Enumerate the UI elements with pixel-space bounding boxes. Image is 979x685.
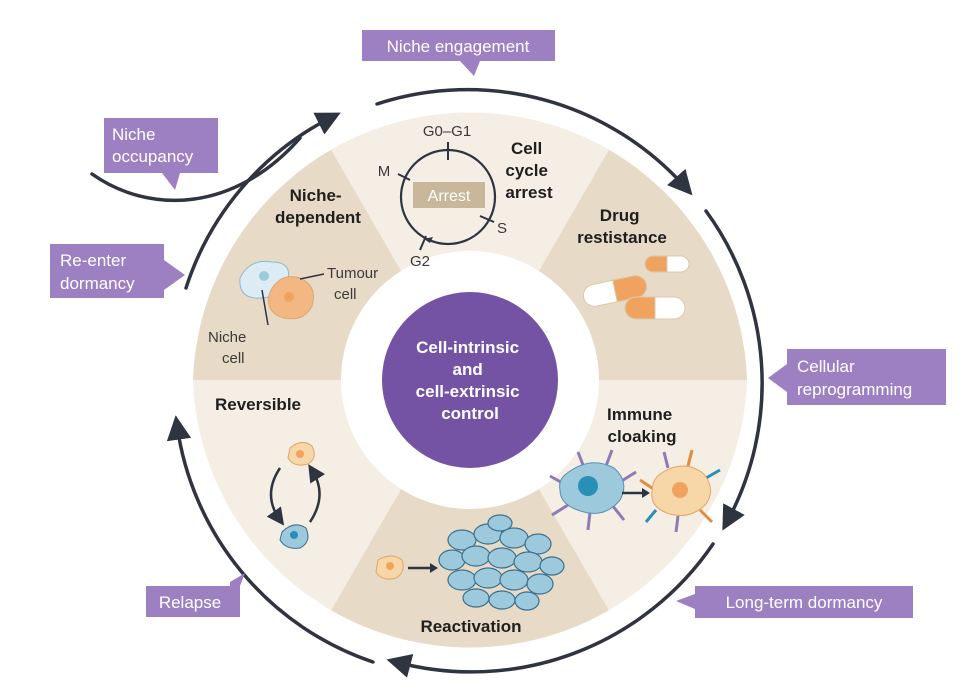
segment-reversible	[193, 380, 405, 611]
callout-relapse: Relapse	[146, 573, 245, 617]
cycle-arrow-upper-left	[184, 112, 341, 290]
niche-title-2: dependent	[275, 208, 361, 227]
reactivation-illustration	[375, 514, 565, 611]
cell-cycle-illustration: Arrest G0–G1 M S G2	[378, 123, 507, 270]
reactivation-title: Reactivation	[420, 617, 521, 636]
tumour-cell-label-2: cell	[334, 286, 357, 303]
center-line-1: Cell-intrinsic	[416, 338, 519, 357]
svg-text:Niche occupancy: Niche occupancy	[112, 125, 194, 166]
tumour-cell-label-1: Tumour	[327, 265, 378, 282]
reversible-title: Reversible	[215, 395, 301, 414]
segment-niche-dependent	[193, 149, 405, 380]
center-circle	[382, 292, 558, 468]
phase-g2-label: G2	[410, 253, 430, 270]
cell-cycle-title-2: cycle	[505, 161, 548, 180]
pill-icon	[624, 296, 686, 320]
pill-icons	[582, 255, 690, 320]
svg-text:Cell-intrinsic and cel: Cell-intrinsic and cell-extrinsic contro…	[416, 338, 525, 423]
segment-immune-cloaking	[535, 380, 747, 611]
callout-niche-occupancy-line-1: Niche	[112, 125, 155, 144]
phase-g0g1-label: G0–G1	[423, 123, 471, 140]
svg-text:Immune cloaking: Immune cloaking	[607, 405, 677, 446]
immune-title-2: cloaking	[608, 427, 677, 446]
center-line-4: control	[441, 404, 499, 423]
cycle-arrow-top-right	[375, 87, 693, 196]
callout-long-term-dormancy: Long-term dormancy	[676, 586, 913, 618]
cycle-arrows	[90, 87, 764, 678]
callout-cellular-reprogramming: Cellular reprogramming	[768, 349, 946, 405]
immune-title-1: Immune	[607, 405, 672, 424]
niche-cell-label-2: cell	[222, 350, 245, 367]
cell-cycle-title-3: arrest	[505, 183, 553, 202]
arrest-box-label: Arrest	[428, 188, 471, 205]
callout-cellular-line-2: reprogramming	[797, 380, 912, 399]
svg-text:Niche cell: Niche cell	[208, 329, 251, 367]
svg-text:Re-enter dormancy: Re-enter dormancy	[60, 251, 135, 293]
callout-cellular-line-1: Cellular	[797, 357, 855, 376]
phase-s-label: S	[497, 220, 507, 237]
cycle-arrow-bottom	[386, 542, 715, 678]
callout-relapse-label: Relapse	[159, 593, 221, 612]
receptor-spikes	[549, 449, 637, 531]
callout-niche-engagement-label: Niche engagement	[387, 37, 530, 56]
callout-niche-occupancy-line-2: occupancy	[112, 147, 194, 166]
svg-text:Cellular reprogramming: Cellular reprogramming	[797, 357, 912, 399]
callout-niche-occupancy: Niche occupancy	[104, 118, 218, 190]
center-line-2: and	[453, 360, 483, 379]
immune-cell-illustration	[549, 449, 721, 533]
niche-title-1: Niche-	[290, 186, 342, 205]
svg-text:Tumour cell: Tumour cell	[327, 265, 382, 303]
drug-title-2: restistance	[577, 228, 667, 247]
niche-cell-label-1: Niche	[208, 329, 246, 346]
pill-icon	[644, 255, 690, 273]
cell-cluster	[438, 514, 565, 611]
callout-reenter-line-1: Re-enter	[60, 251, 126, 270]
center-line-3: cell-extrinsic	[416, 382, 520, 401]
callout-reenter-dormancy: Re-enter dormancy	[50, 244, 185, 298]
svg-text:Drug restistance: Drug restistance	[577, 206, 667, 247]
niche-illustration	[239, 260, 325, 326]
callout-reenter-line-2: dormancy	[60, 274, 135, 293]
segment-drug-resistance	[535, 149, 747, 380]
cycle-arrow-right	[704, 209, 764, 531]
phase-m-label: M	[378, 163, 391, 180]
svg-text:Niche- dependent: Niche- dependent	[275, 186, 361, 227]
callout-niche-engagement: Niche engagement	[362, 30, 555, 76]
callout-long-term-label: Long-term dormancy	[726, 593, 883, 612]
drug-title-1: Drug	[600, 206, 640, 225]
cycle-arrowhead-icon	[424, 237, 433, 243]
svg-text:Cell cycle arrest: Cell cycle arrest	[505, 139, 553, 202]
reversible-illustration	[266, 442, 326, 549]
cell-cycle-title-1: Cell	[511, 139, 542, 158]
niche-entry-arrow	[90, 136, 302, 203]
cycle-arrow-left	[166, 415, 375, 664]
